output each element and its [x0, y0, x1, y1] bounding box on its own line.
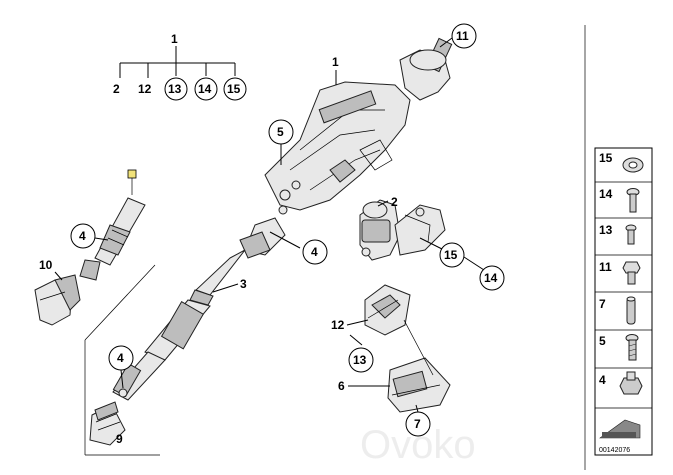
callout-13-mid: 13	[353, 353, 367, 367]
control-unit-illustration	[364, 284, 451, 413]
bolt-icon	[625, 224, 637, 245]
watermark: Ovoko	[360, 423, 476, 467]
pin-icon	[626, 296, 636, 325]
legend-num-14: 14	[599, 187, 613, 201]
callout-14-mid: 14	[484, 271, 498, 285]
callout-4-mid: 4	[311, 245, 318, 259]
callout-circle-14-mid	[479, 265, 505, 291]
callout-1-column: 1	[332, 55, 339, 69]
callout-circle-15	[223, 77, 247, 101]
legend-num-4: 4	[599, 373, 606, 387]
callout-4-left: 4	[79, 229, 86, 243]
hardware-legend: 15 14 13 11 7 5 4	[584, 25, 653, 470]
callout-10: 10	[39, 258, 53, 272]
callout-7-low: 7	[414, 417, 421, 431]
callout-tree: 1 2 12 13 14 15	[113, 32, 247, 101]
callout-4-low: 4	[117, 351, 124, 365]
callout-circle-13-mid	[348, 347, 374, 373]
legend-num-5: 5	[599, 334, 606, 348]
legend-num-11: 11	[599, 260, 612, 274]
callout-circle-4-left	[70, 223, 96, 249]
callout-15-mid: 15	[444, 248, 458, 262]
callout-2-tree: 2	[113, 82, 120, 96]
screw-icon	[626, 188, 640, 213]
callout-2-motor: 2	[391, 195, 398, 209]
diagram-code: 00142076	[599, 447, 630, 454]
callout-9: 9	[116, 432, 123, 446]
callout-12-tree: 12	[138, 82, 152, 96]
steering-column-illustration	[264, 37, 453, 211]
callout-5: 5	[277, 125, 284, 139]
nut-bolt-icon	[619, 371, 643, 395]
callout-circle-14	[194, 77, 218, 101]
callout-circle-15-mid	[439, 242, 465, 268]
callout-circle-13	[164, 77, 188, 101]
intermediate-shaft-illustration	[112, 205, 288, 401]
motor-assembly-illustration	[359, 199, 446, 261]
left-detail-illustration	[34, 169, 160, 456]
callout-11: 11	[456, 29, 469, 43]
callout-15-tree: 15	[227, 82, 241, 96]
callout-3: 3	[240, 277, 247, 291]
callout-6: 6	[338, 379, 345, 393]
hex-bolt-icon	[622, 261, 641, 285]
callout-12-mid: 12	[331, 318, 345, 332]
arrow-icon	[599, 419, 641, 439]
legend-num-13: 13	[599, 223, 613, 237]
boot-illustration	[89, 401, 126, 446]
legend-num-7: 7	[599, 297, 606, 311]
callout-1-top: 1	[171, 32, 178, 46]
callout-circle-11	[451, 23, 477, 49]
callout-circle-4-mid	[302, 239, 328, 265]
legend-num-15: 15	[599, 151, 613, 165]
callout-13-tree: 13	[168, 82, 182, 96]
bolt-icon-5	[625, 334, 639, 361]
callout-14-tree: 14	[198, 82, 212, 96]
grommet-icon	[622, 157, 644, 173]
